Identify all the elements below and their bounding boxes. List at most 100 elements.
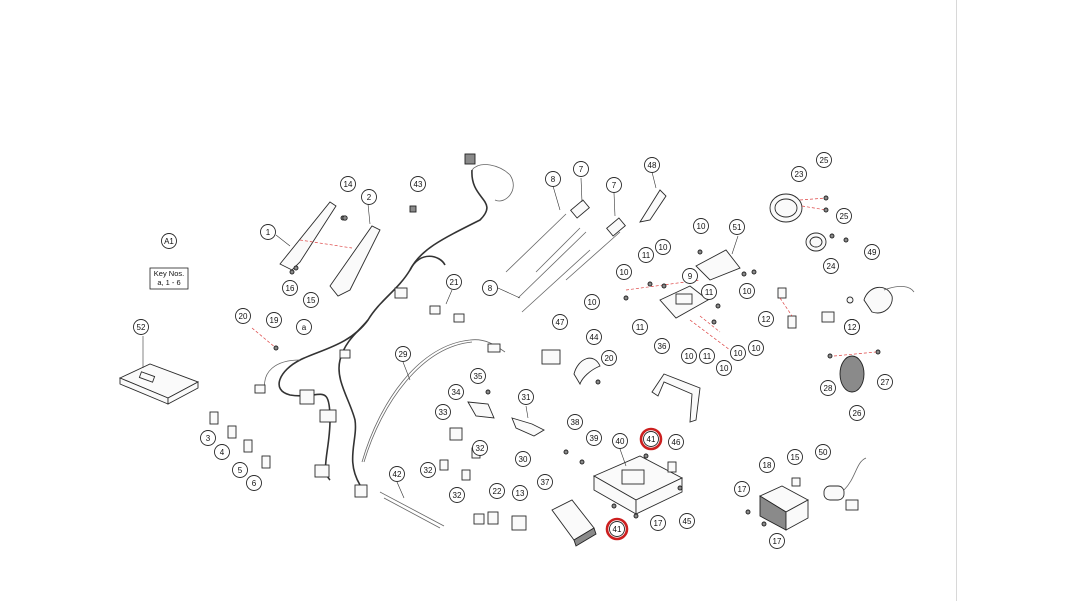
callout-32[interactable]: 32 bbox=[472, 440, 488, 456]
callout-7[interactable]: 7 bbox=[573, 161, 589, 177]
callout-10[interactable]: 10 bbox=[739, 283, 755, 299]
part-46-clip[interactable] bbox=[667, 461, 677, 473]
callout-10[interactable]: 10 bbox=[693, 218, 709, 234]
callout-39[interactable]: 39 bbox=[586, 430, 602, 446]
callout-10[interactable]: 10 bbox=[748, 340, 764, 356]
callout-50[interactable]: 50 bbox=[815, 444, 831, 460]
callout-30[interactable]: 30 bbox=[515, 451, 531, 467]
callout-45[interactable]: 45 bbox=[679, 513, 695, 529]
callout-a[interactable]: a bbox=[296, 319, 312, 335]
callout-25[interactable]: 25 bbox=[816, 152, 832, 168]
part-40-bracket[interactable] bbox=[592, 448, 684, 519]
callout-46[interactable]: 46 bbox=[668, 434, 684, 450]
callout-20[interactable]: 20 bbox=[235, 308, 251, 324]
callout-51[interactable]: 51 bbox=[729, 219, 745, 235]
callout-12[interactable]: 12 bbox=[844, 319, 860, 335]
part-21-clips[interactable] bbox=[429, 289, 465, 323]
callout-17[interactable]: 17 bbox=[650, 515, 666, 531]
callout-37[interactable]: 37 bbox=[537, 474, 553, 490]
callout-11[interactable]: 11 bbox=[638, 247, 654, 263]
part-42-rods[interactable] bbox=[379, 481, 445, 529]
callout-26[interactable]: 26 bbox=[849, 405, 865, 421]
callout-48[interactable]: 48 bbox=[644, 157, 660, 173]
callout-21[interactable]: 21 bbox=[446, 274, 462, 290]
part-37-module[interactable] bbox=[551, 499, 597, 547]
callout-29[interactable]: 29 bbox=[395, 346, 411, 362]
part-3-6-clips[interactable] bbox=[209, 411, 271, 469]
callout-52[interactable]: 52 bbox=[133, 319, 149, 335]
callout-7[interactable]: 7 bbox=[606, 177, 622, 193]
callout-8[interactable]: 8 bbox=[545, 171, 561, 187]
callout-36[interactable]: 36 bbox=[654, 338, 670, 354]
callout-40[interactable]: 40 bbox=[612, 433, 628, 449]
callout-17[interactable]: 17 bbox=[769, 533, 785, 549]
part-43-nut[interactable] bbox=[409, 205, 417, 213]
callout-23[interactable]: 23 bbox=[791, 166, 807, 182]
callout-13[interactable]: 13 bbox=[512, 485, 528, 501]
callout-10[interactable]: 10 bbox=[655, 239, 671, 255]
callout-35[interactable]: 35 bbox=[470, 368, 486, 384]
part-7-8-rods[interactable] bbox=[497, 177, 626, 313]
callout-32[interactable]: 32 bbox=[420, 462, 436, 478]
part-45-screw[interactable] bbox=[677, 485, 683, 491]
callout-17[interactable]: 17 bbox=[734, 481, 750, 497]
callout-15[interactable]: 15 bbox=[303, 292, 319, 308]
part-16-fastener[interactable] bbox=[289, 269, 295, 275]
part-50-solenoid[interactable] bbox=[823, 457, 867, 511]
part-12-connectors[interactable] bbox=[777, 287, 854, 329]
part-44-cover[interactable] bbox=[573, 357, 601, 386]
callout-10[interactable]: 10 bbox=[584, 294, 600, 310]
part-20-fastener[interactable] bbox=[251, 327, 277, 349]
callout-15[interactable]: 15 bbox=[787, 449, 803, 465]
callout-10[interactable]: 10 bbox=[681, 348, 697, 364]
part-49-light[interactable] bbox=[863, 286, 915, 314]
part-29-cable[interactable] bbox=[361, 339, 506, 463]
callout-10[interactable]: 10 bbox=[616, 264, 632, 280]
callout-11[interactable]: 11 bbox=[701, 284, 717, 300]
part-47-clip[interactable] bbox=[541, 349, 561, 365]
part-a-wiring-harness[interactable] bbox=[254, 153, 514, 498]
part-24-lamp[interactable] bbox=[805, 232, 849, 252]
part-30-31-switch[interactable] bbox=[511, 405, 545, 437]
callout-2[interactable]: 2 bbox=[361, 189, 377, 205]
callout-25[interactable]: 25 bbox=[836, 208, 852, 224]
callout-27[interactable]: 27 bbox=[877, 374, 893, 390]
callout-12[interactable]: 12 bbox=[758, 311, 774, 327]
callout-34[interactable]: 34 bbox=[448, 384, 464, 400]
part-19-fastener[interactable] bbox=[273, 345, 279, 351]
callout-42[interactable]: 42 bbox=[389, 466, 405, 482]
callout-19[interactable]: 19 bbox=[266, 312, 282, 328]
part-38-screw[interactable] bbox=[563, 449, 569, 455]
part-23-lamp[interactable] bbox=[769, 193, 829, 223]
part-33-35[interactable] bbox=[449, 389, 495, 441]
callout-10[interactable]: 10 bbox=[730, 345, 746, 361]
part-14-screw[interactable] bbox=[342, 215, 348, 221]
callout-8[interactable]: 8 bbox=[482, 280, 498, 296]
callout-43[interactable]: 43 bbox=[410, 176, 426, 192]
part-48[interactable] bbox=[639, 171, 667, 223]
callout-22[interactable]: 22 bbox=[489, 483, 505, 499]
callout-14[interactable]: 14 bbox=[340, 176, 356, 192]
callout-4[interactable]: 4 bbox=[214, 444, 230, 460]
part-51-bracket[interactable] bbox=[695, 235, 757, 281]
callout-24[interactable]: 24 bbox=[823, 258, 839, 274]
callout-5[interactable]: 5 bbox=[232, 462, 248, 478]
part-9-bracket[interactable] bbox=[623, 249, 731, 351]
callout-9[interactable]: 9 bbox=[682, 268, 698, 284]
callout-10[interactable]: 10 bbox=[716, 360, 732, 376]
part-26-plate[interactable] bbox=[827, 349, 881, 393]
part-39-screw[interactable] bbox=[579, 459, 585, 465]
callout-18[interactable]: 18 bbox=[759, 457, 775, 473]
callout-44[interactable]: 44 bbox=[586, 329, 602, 345]
part-18-regulator[interactable] bbox=[745, 477, 809, 531]
part-52-plate[interactable] bbox=[118, 336, 200, 405]
callout-32[interactable]: 32 bbox=[449, 487, 465, 503]
callout-41-highlighted[interactable]: 41 bbox=[639, 427, 663, 451]
callout-20[interactable]: 20 bbox=[601, 350, 617, 366]
callout-41-highlighted[interactable]: 41 bbox=[605, 517, 629, 541]
part-36-strap[interactable] bbox=[651, 373, 701, 423]
callout-28[interactable]: 28 bbox=[820, 380, 836, 396]
callout-47[interactable]: 47 bbox=[552, 314, 568, 330]
callout-11[interactable]: 11 bbox=[699, 348, 715, 364]
callout-33[interactable]: 33 bbox=[435, 404, 451, 420]
